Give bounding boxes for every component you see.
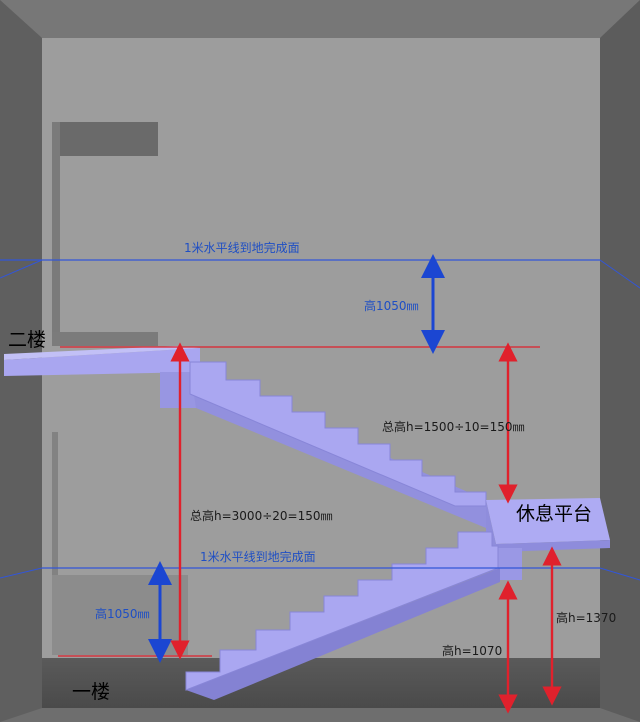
upper-level-line-label: 1米水平线到地完成面 xyxy=(184,240,300,255)
upper-flight xyxy=(189,361,487,528)
floor xyxy=(42,658,600,708)
ceiling xyxy=(0,0,640,38)
height-1070-label: 高h=1070 xyxy=(442,643,502,658)
lower-level-line-label: 1米水平线到地完成面 xyxy=(200,549,316,564)
upper-door-jamb xyxy=(52,122,60,332)
upper-door-lintel xyxy=(52,332,158,346)
landing-label: 休息平台 xyxy=(516,503,592,525)
lower-flight xyxy=(185,531,500,700)
total-height-label: 总高h=3000÷20=150㎜ xyxy=(190,508,332,523)
upper-opening xyxy=(52,122,158,156)
dimension-arrows xyxy=(148,254,562,714)
lower-door-jamb xyxy=(52,432,58,652)
level-lines xyxy=(0,259,640,581)
lower-rail-height-label: 高1050㎜ xyxy=(95,606,150,621)
second-floor-label: 二楼 xyxy=(8,329,46,351)
height-1370-label: 高h=1370 xyxy=(556,610,616,625)
upper-flight-height-label: 总高h=1500÷10=150㎜ xyxy=(382,419,524,434)
upper-rail-height-label: 高1050㎜ xyxy=(364,298,419,313)
first-floor-label: 一楼 xyxy=(72,681,110,703)
